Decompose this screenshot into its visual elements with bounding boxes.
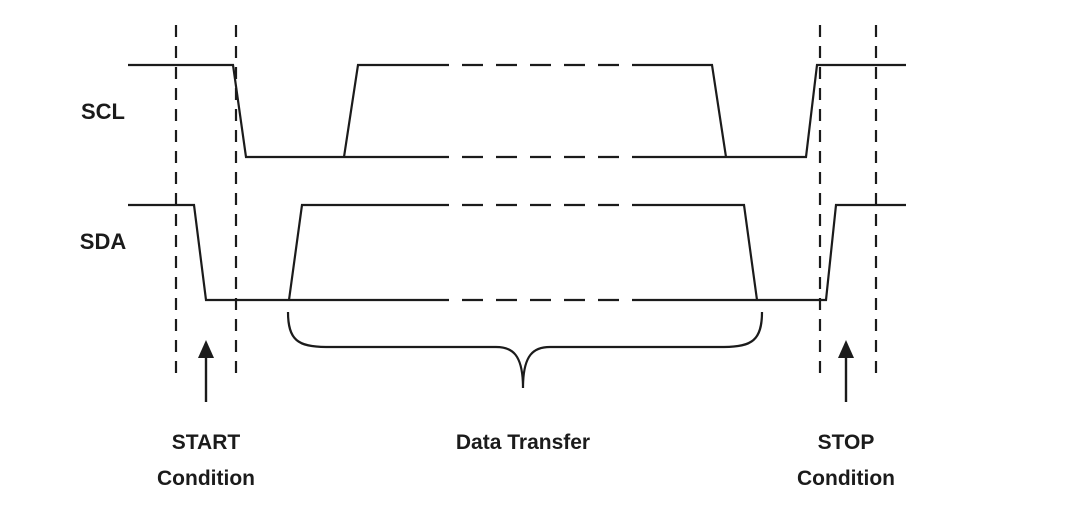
scl-pulse-fall-edge xyxy=(632,63,728,158)
condition-arrow-heads xyxy=(198,340,854,358)
scl-low-and-stop-rise xyxy=(632,63,906,159)
sda-low-and-stop-rise xyxy=(632,203,906,302)
scl-pulse-rise-edge xyxy=(342,63,428,158)
stop-condition-title: STOP xyxy=(818,431,875,454)
scl-waveform xyxy=(128,63,906,159)
curly-brace xyxy=(286,311,764,389)
start-condition-subtitle: Condition xyxy=(157,467,255,490)
scl-signal-label: SCL xyxy=(81,99,125,124)
condition-marker-lines xyxy=(174,25,878,376)
scl-omitted-clocks-dashed xyxy=(428,63,632,159)
diagram-labels: SCL SDA START Condition Data Transfer ST… xyxy=(80,99,895,490)
sda-data-rise-edge xyxy=(287,203,428,301)
stop-arrow-up-icon xyxy=(838,340,854,358)
sda-waveform xyxy=(128,203,906,302)
data-transfer-label: Data Transfer xyxy=(456,431,590,454)
sda-signal-label: SDA xyxy=(80,229,127,254)
sda-left-high-and-start-fall xyxy=(128,203,428,302)
scl-left-high-and-fall xyxy=(128,63,428,159)
start-arrow-up-icon xyxy=(198,340,214,358)
stop-condition-subtitle: Condition xyxy=(797,467,895,490)
condition-arrows xyxy=(204,356,848,402)
data-transfer-brace xyxy=(286,311,764,389)
sda-omitted-data-dashed xyxy=(428,203,632,302)
sda-data-fall-edge xyxy=(632,203,759,301)
start-condition-title: START xyxy=(172,431,241,454)
